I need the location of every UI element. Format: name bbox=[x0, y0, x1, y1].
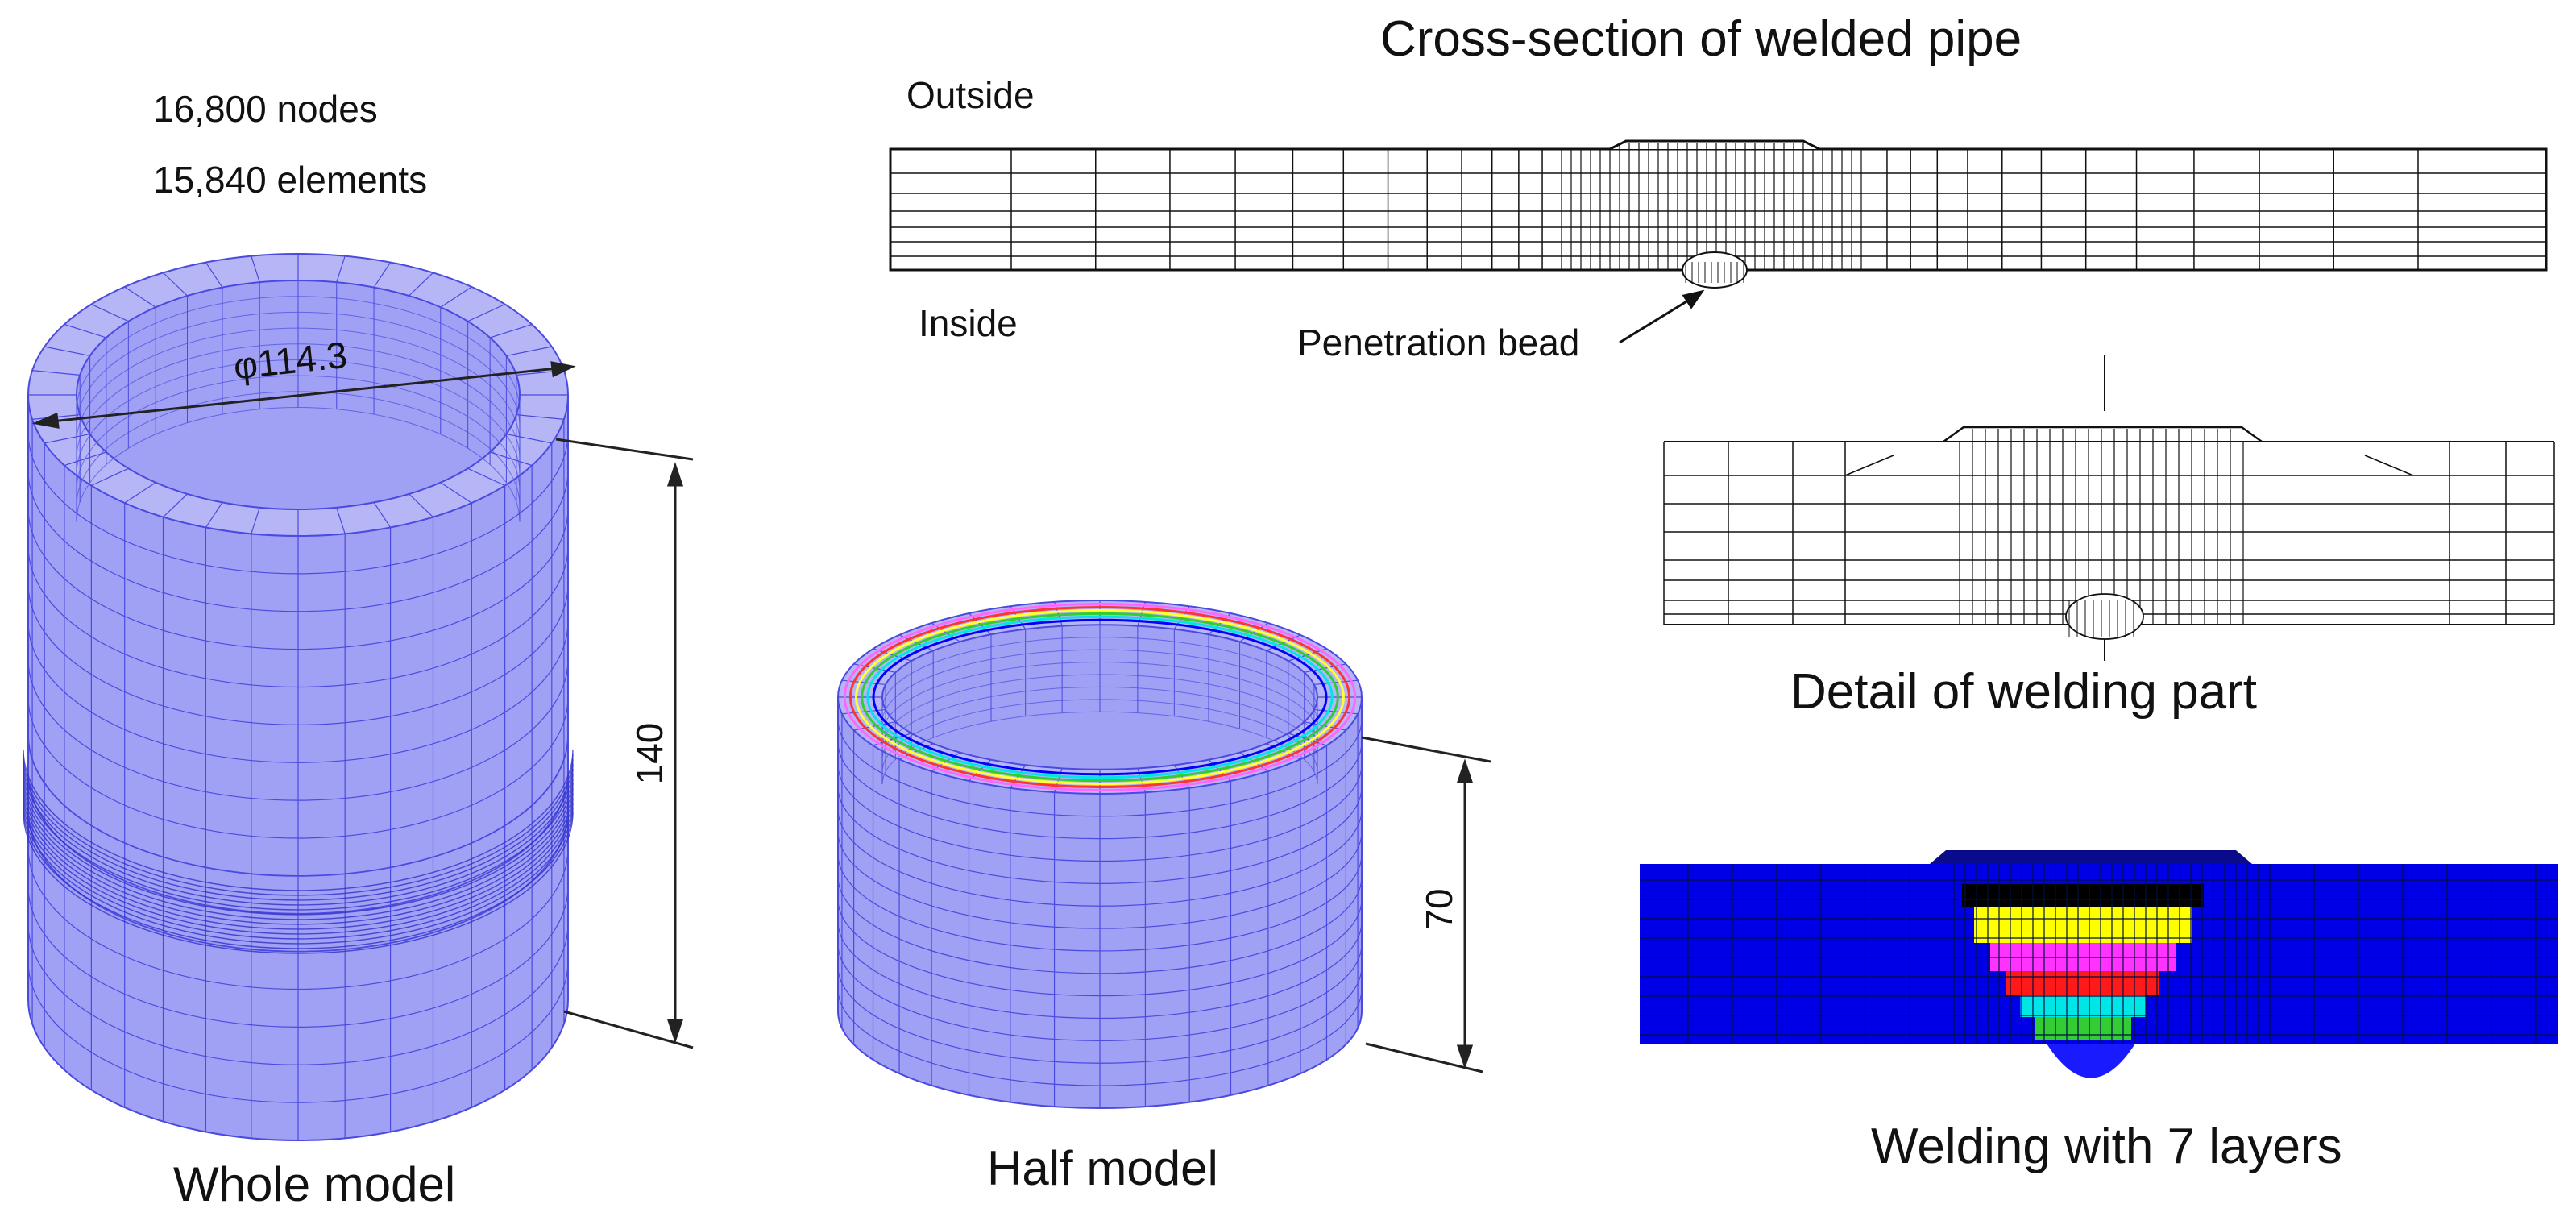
whole-model-height-label: 140 bbox=[628, 723, 670, 785]
whole-model-caption: Whole model bbox=[173, 1157, 456, 1211]
penetration-bead-arrow bbox=[1619, 289, 1705, 344]
layers-caption: Welding with 7 layers bbox=[1871, 1119, 2342, 1174]
penetration-bead-label: Penetration bead bbox=[1297, 322, 1580, 363]
outside-label: Outside bbox=[906, 74, 1035, 116]
half-model-height-dimension bbox=[1361, 736, 1491, 1073]
whole-model-height-dimension bbox=[555, 438, 694, 1049]
element-count: 15,840 elements bbox=[153, 159, 428, 201]
cross-section-mesh bbox=[889, 139, 2548, 289]
detail-welding-mesh bbox=[1663, 355, 2555, 661]
half-model-mesh bbox=[837, 600, 1363, 1109]
detail-caption: Detail of welding part bbox=[1790, 664, 2257, 720]
weld-layers-mesh bbox=[1640, 850, 2558, 1078]
inside-label: Inside bbox=[919, 302, 1018, 344]
half-model-height-label: 70 bbox=[1418, 888, 1460, 929]
whole-model-diameter-dimension bbox=[31, 361, 576, 429]
whole-model-mesh bbox=[23, 253, 574, 1141]
half-model-caption: Half model bbox=[987, 1141, 1218, 1195]
node-count: 16,800 nodes bbox=[153, 88, 378, 130]
cross-section-title: Cross-section of welded pipe bbox=[1380, 11, 2022, 67]
